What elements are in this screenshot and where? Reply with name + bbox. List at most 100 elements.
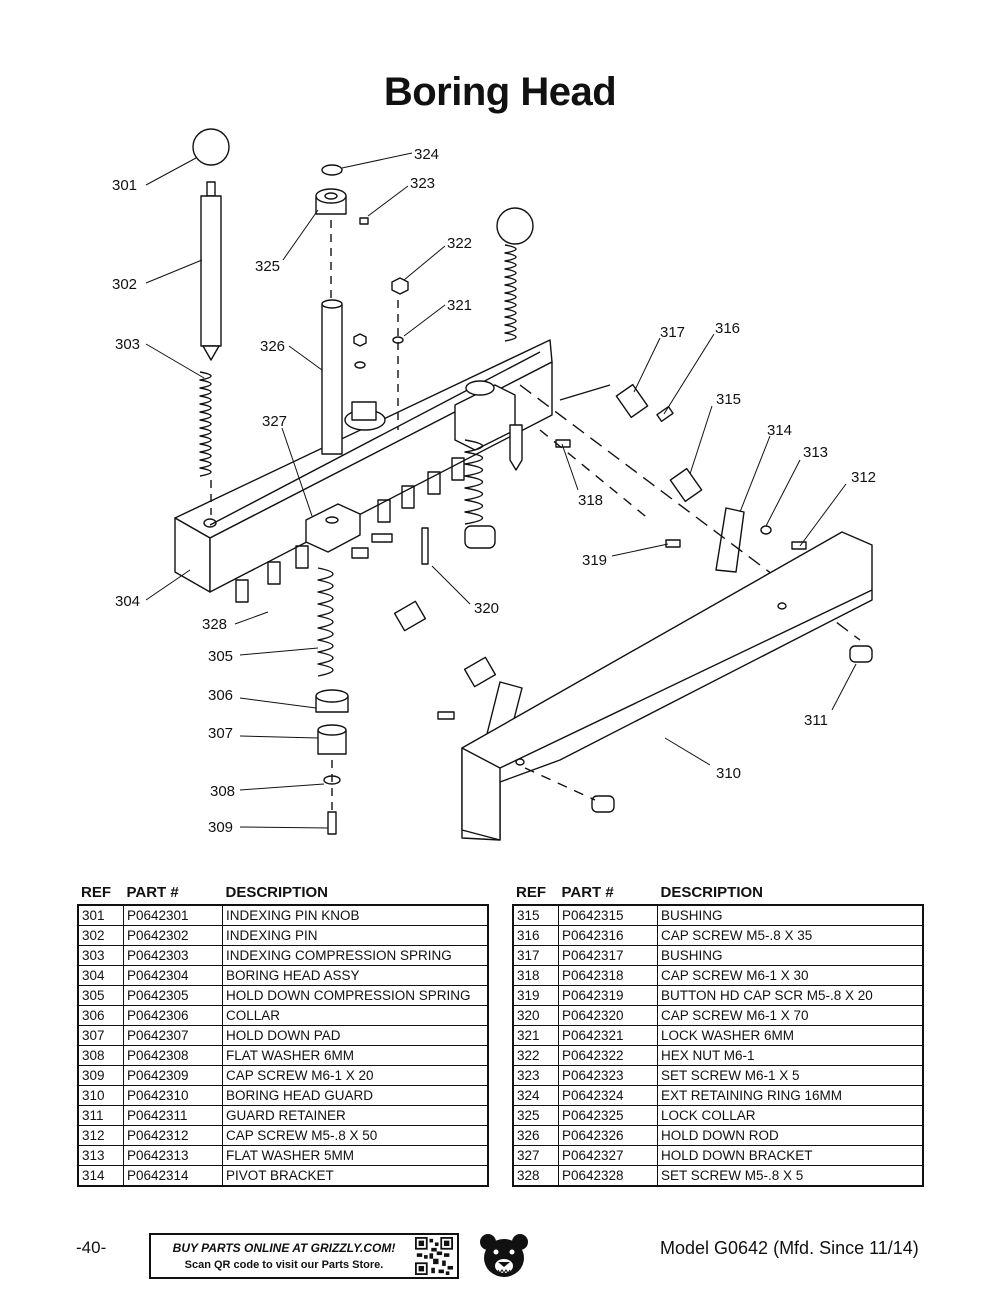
right-knob-spring [496,207,534,342]
part-number-cell: P0642308 [123,1045,223,1066]
part-number-cell: P0642317 [558,945,658,966]
part-header: PART # [126,884,179,901]
ref-cell: 315 [512,904,559,926]
ref-cell: 314 [77,1165,124,1187]
callout-312: 312 [851,469,876,486]
description-cell: HOLD DOWN COMPRESSION SPRING [222,985,489,1006]
description-cell: SET SCREW M5-.8 X 5 [657,1165,924,1187]
callout-labels: 301 302 303 304 305 306 307 308 309 310 … [112,146,876,836]
callout-309: 309 [208,819,233,836]
callout-304: 304 [115,593,140,610]
part-number-cell: P0642318 [558,965,658,986]
boring-head-bar [174,339,553,603]
description-cell: INDEXING PIN KNOB [222,904,489,926]
hold-down-stack [315,567,349,835]
ref-cell: 326 [512,1125,559,1146]
description-cell: HEX NUT M6-1 [657,1045,924,1066]
callout-307: 307 [208,725,233,742]
ref-cell: 311 [77,1105,124,1126]
ref-header: REF [81,884,111,901]
description-cell: BUSHING [657,904,924,926]
ref-cell: 317 [512,945,559,966]
description-cell: HOLD DOWN PAD [222,1025,489,1046]
part-number-cell: P0642314 [123,1165,223,1187]
boring-head-diagram: 301 302 303 304 305 306 307 308 309 310 … [112,128,876,841]
part-number-cell: P0642309 [123,1065,223,1086]
ref-cell: 316 [512,925,559,946]
callout-303: 303 [115,336,140,353]
callout-318: 318 [578,492,603,509]
description-cell: INDEXING COMPRESSION SPRING [222,945,489,966]
callout-317: 317 [660,324,685,341]
ref-cell: 301 [77,904,124,926]
callout-314: 314 [767,422,792,439]
description-cell: BORING HEAD ASSY [222,965,489,986]
callout-308: 308 [210,783,235,800]
ref-cell: 328 [512,1165,559,1187]
part-number-cell: P0642316 [558,925,658,946]
callout-315: 315 [716,391,741,408]
part-header: PART # [561,884,614,901]
part-number-cell: P0642322 [558,1045,658,1066]
callout-305: 305 [208,648,233,665]
description-cell: GUARD RETAINER [222,1105,489,1126]
ref-cell: 318 [512,965,559,986]
nut-washer [353,277,409,430]
parts-store-banner[interactable]: BUY PARTS ONLINE AT GRIZZLY.COM! Scan QR… [149,1233,459,1279]
ref-cell: 313 [77,1145,124,1166]
description-cell: CAP SCREW M5-.8 X 50 [222,1125,489,1146]
part-number-cell: P0642312 [123,1125,223,1146]
part-number-cell: P0642302 [123,925,223,946]
boring-head-guard [461,531,873,841]
description-cell: CAP SCREW M6-1 X 20 [222,1065,489,1086]
lock-collar-assembly [315,164,369,300]
ref-cell: 309 [77,1065,124,1086]
description-cell: HOLD DOWN BRACKET [657,1145,924,1166]
callout-320: 320 [474,600,499,617]
qr-code-icon[interactable] [415,1237,453,1275]
callout-321: 321 [447,297,472,314]
part-number-cell: P0642325 [558,1105,658,1126]
description-cell: LOCK COLLAR [657,1105,924,1126]
indexing-pin-assembly [192,128,230,515]
callout-302: 302 [112,276,137,293]
description-cell: CAP SCREW M6-1 X 30 [657,965,924,986]
ref-cell: 321 [512,1025,559,1046]
description-cell: BORING HEAD GUARD [222,1085,489,1106]
ref-cell: 306 [77,1005,124,1026]
page-title: Boring Head [383,70,617,114]
ref-cell: 307 [77,1025,124,1046]
callout-326: 326 [260,338,285,355]
part-number-cell: P0642320 [558,1005,658,1026]
callout-313: 313 [803,444,828,461]
ref-cell: 303 [77,945,124,966]
callout-leaders [145,152,857,829]
callout-310: 310 [716,765,741,782]
description-header: DESCRIPTION [225,884,329,901]
callout-323: 323 [410,175,435,192]
callout-322: 322 [447,235,472,252]
part-number-cell: P0642319 [558,985,658,1006]
ref-cell: 322 [512,1045,559,1066]
ref-cell: 325 [512,1105,559,1126]
description-cell: PIVOT BRACKET [222,1165,489,1187]
ref-cell: 319 [512,985,559,1006]
ref-cell: 308 [77,1045,124,1066]
description-cell: COLLAR [222,1005,489,1026]
